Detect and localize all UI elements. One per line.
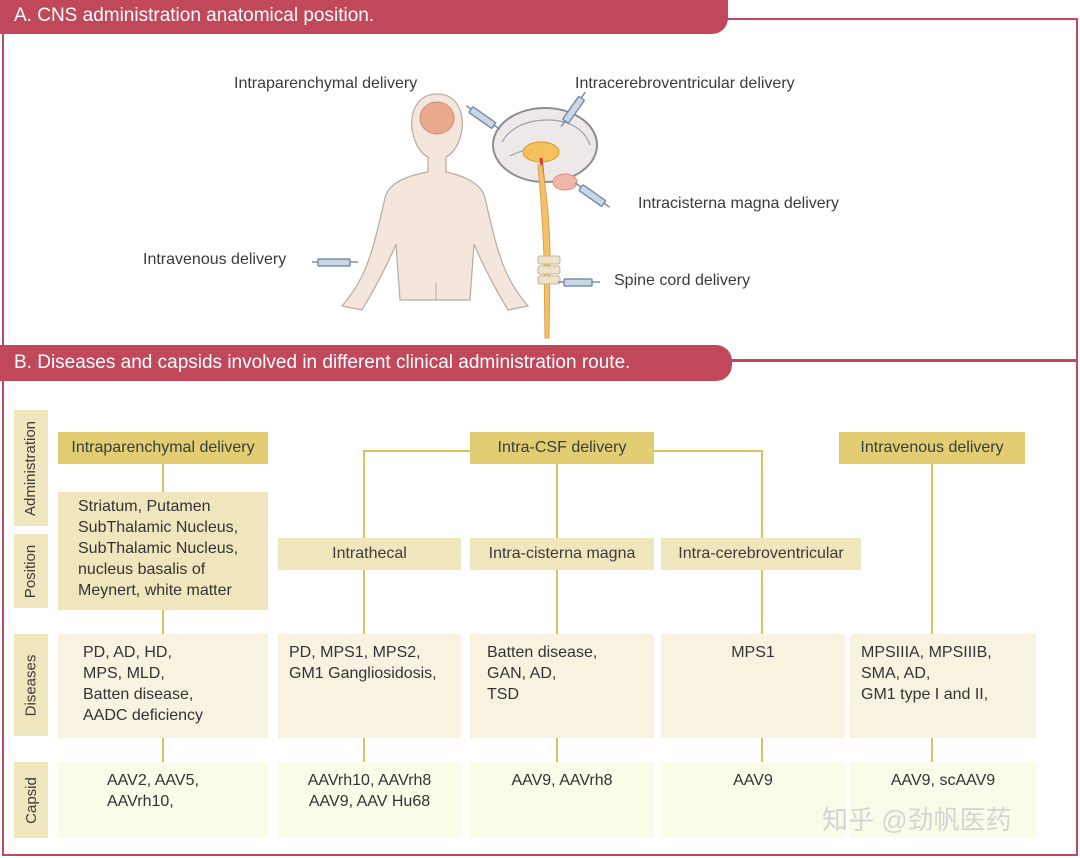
- capsid-line: AAV9: [733, 772, 773, 789]
- connector-line: [556, 738, 558, 762]
- capsid-line: AAVrh10,: [107, 793, 174, 810]
- row-label-position: Position: [14, 534, 48, 608]
- row-label-capsid: Capsid: [14, 762, 48, 838]
- disease-line: GM1 type I and II,: [861, 686, 989, 703]
- row-label-diseases: Diseases: [14, 634, 48, 736]
- row-label-diseases-text: Diseases: [22, 654, 40, 716]
- position-line: SubThalamic Nucleus,: [78, 540, 239, 557]
- connector-line: [556, 464, 558, 538]
- position-line: nucleus basalis of: [78, 561, 206, 578]
- position-line: Striatum, Putamen: [78, 498, 211, 515]
- capsid-intrathecal: AAVrh10, AAVrh8 AAV9, AAV Hu68: [278, 762, 461, 838]
- syringe-icon: [558, 278, 600, 287]
- vertebrae: [537, 255, 561, 285]
- disease-line: PD, AD, HD,: [83, 644, 172, 661]
- disease-line: MPS1: [731, 644, 775, 661]
- capsid-line: AAV9, scAAV9: [890, 772, 996, 789]
- capsid-intra-cerebroventricular: AAV9: [661, 762, 845, 838]
- label-intravenous-delivery: Intravenous delivery: [143, 251, 287, 268]
- connector-line: [162, 610, 164, 634]
- sagittal-brain: [492, 107, 598, 206]
- label-intracisterna-magna-delivery: Intracisterna magna delivery: [638, 195, 839, 212]
- label-spine-cord-delivery: Spine cord delivery: [614, 272, 751, 289]
- disease-line: Batten disease,: [83, 686, 194, 703]
- row-label-position-text: Position: [22, 544, 40, 598]
- position-intrathecal: Intrathecal: [278, 538, 461, 570]
- syringe-icon: [560, 91, 586, 128]
- diseases-intrathecal: PD, MPS1, MPS2, GM1 Gangliosidosis,: [278, 634, 461, 738]
- row-label-administration: Administration: [14, 410, 48, 526]
- disease-line: MPS, MLD,: [83, 665, 165, 682]
- route-header-intra-csf: Intra-CSF delivery: [470, 432, 654, 464]
- label-intraparenchymal-delivery: Intraparenchymal delivery: [234, 75, 418, 92]
- label-intracerebroventricular-delivery: Intracerebroventricular delivery: [575, 75, 795, 92]
- diseases-intra-cisterna-magna: Batten disease, GAN, AD, TSD: [470, 634, 654, 738]
- position-intra-cisterna-magna: Intra-cisterna magna: [470, 538, 654, 570]
- watermark: 知乎 @劲帆医药: [822, 805, 1012, 835]
- disease-line: PD, MPS1, MPS2,: [289, 644, 421, 661]
- connector-line: [931, 738, 933, 762]
- human-body-silhouette: [340, 93, 530, 311]
- connector-line: [162, 464, 164, 492]
- position-intraparenchymal: Striatum, Putamen SubThalamic Nucleus, S…: [58, 492, 268, 610]
- connector-line: [761, 570, 763, 634]
- capsid-intravenous: AAV9, scAAV9: [850, 762, 1036, 838]
- diseases-intravenous: MPSIIIA, MPSIIIB, SMA, AD, GM1 type I an…: [850, 634, 1036, 738]
- connector-line: [162, 738, 164, 762]
- spinal-cord: [537, 164, 551, 339]
- position-line: Meynert, white matter: [78, 582, 232, 599]
- disease-line: AADC deficiency: [83, 707, 204, 724]
- disease-line: GM1 Gangliosidosis,: [289, 665, 437, 682]
- row-label-administration-text: Administration: [22, 420, 40, 516]
- panel-a-title: A. CNS administration anatomical positio…: [0, 0, 728, 34]
- syringe-icon: [312, 258, 358, 267]
- capsid-intra-cisterna-magna: AAV9, AAVrh8: [470, 762, 654, 838]
- capsid-line: AAV9, AAV Hu68: [308, 793, 431, 810]
- brain-on-body: [419, 101, 455, 135]
- connector-line: [363, 570, 365, 634]
- connector-line: [363, 738, 365, 762]
- connector-line: [931, 464, 933, 634]
- capsid-line: AAVrh10, AAVrh8: [307, 772, 432, 789]
- anatomy-illustration: [312, 91, 611, 339]
- disease-line: SMA, AD,: [861, 665, 931, 682]
- position-line: SubThalamic Nucleus,: [78, 519, 239, 536]
- capsid-intraparenchymal: AAV2, AAV5, AAVrh10,: [58, 762, 268, 838]
- route-header-intravenous: Intravenous delivery: [839, 432, 1025, 464]
- disease-line: MPSIIIA, MPSIIIB,: [861, 644, 992, 661]
- disease-line: Batten disease,: [487, 644, 598, 661]
- route-header-intraparenchymal: Intraparenchymal delivery: [58, 432, 268, 464]
- connector-line: [761, 738, 763, 762]
- capsid-line: AAV2, AAV5,: [107, 772, 199, 789]
- disease-line: TSD: [487, 686, 519, 703]
- connector-line: [761, 450, 763, 538]
- diseases-intra-cerebroventricular: MPS1: [661, 634, 845, 738]
- syringe-icon: [574, 182, 611, 208]
- connector-line: [363, 450, 365, 538]
- capsid-line: AAV9, AAVrh8: [511, 772, 613, 789]
- disease-line: GAN, AD,: [487, 665, 557, 682]
- syringe-icon: [465, 105, 501, 130]
- row-label-capsid-text: Capsid: [22, 776, 40, 824]
- diseases-intraparenchymal: PD, AD, HD, MPS, MLD, Batten disease, AA…: [58, 634, 268, 738]
- position-intra-cerebroventricular: Intra-cerebroventricular: [661, 538, 861, 570]
- connector-line: [556, 570, 558, 634]
- panel-b-title: B. Diseases and capsids involved in diff…: [0, 345, 732, 381]
